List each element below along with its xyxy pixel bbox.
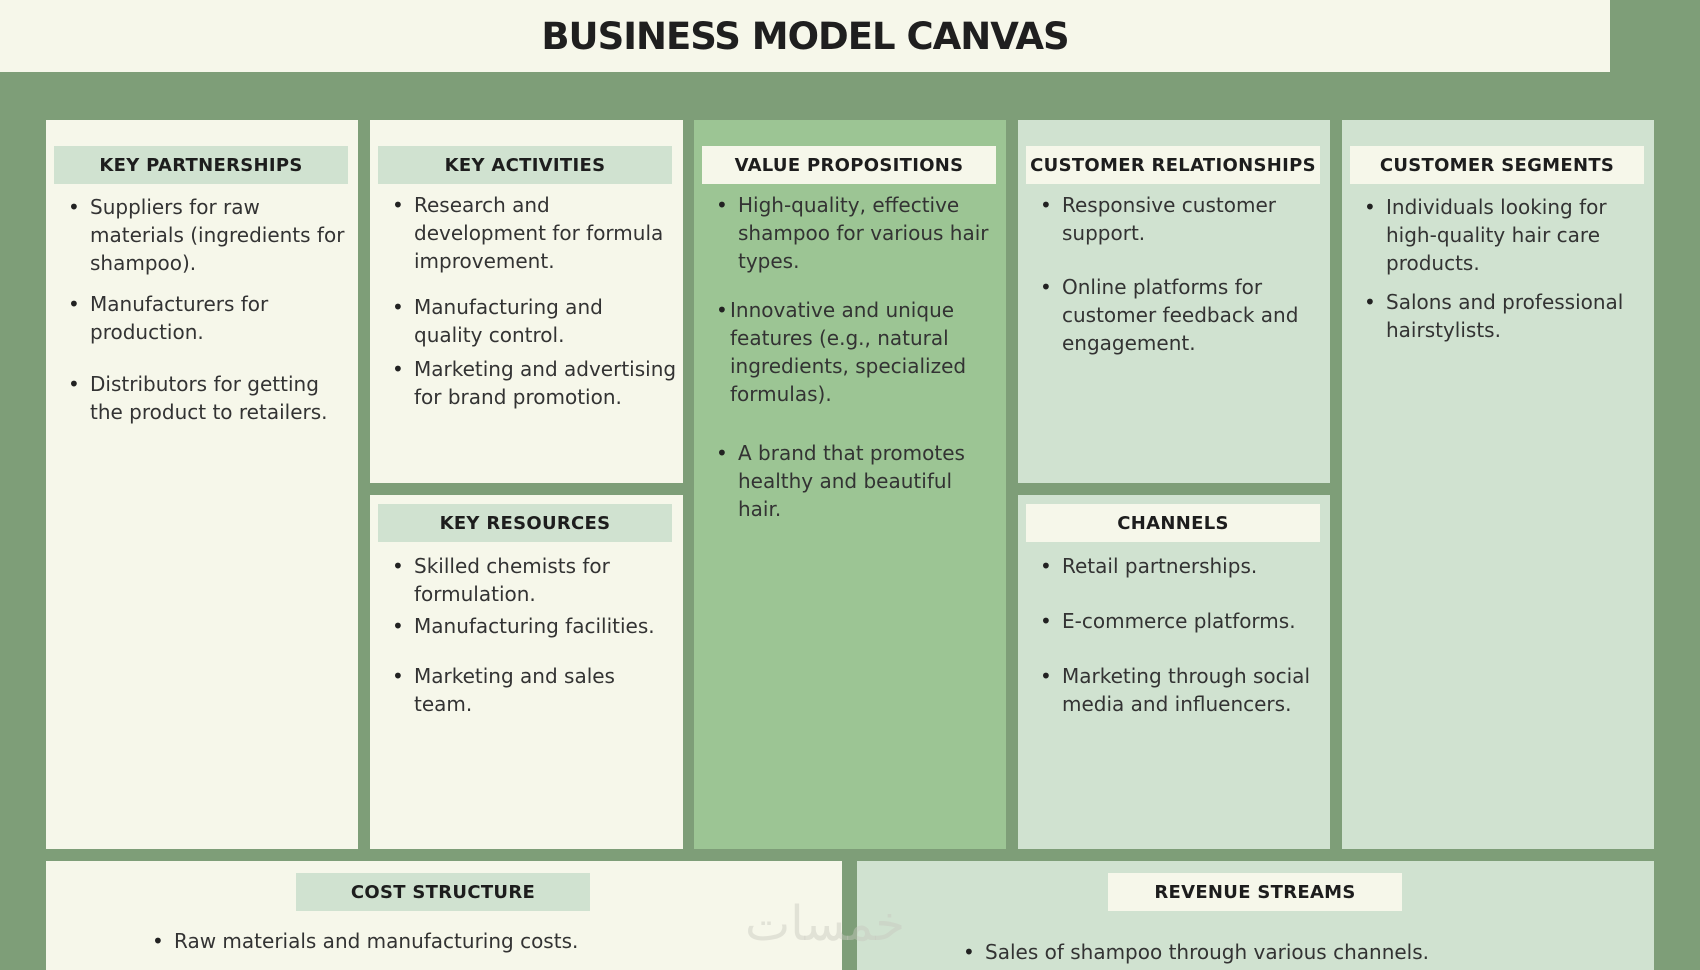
list-item: Raw materials and manufacturing costs.	[130, 927, 842, 955]
list-item: E-commerce platforms.	[1018, 607, 1330, 635]
channels-list: Retail partnerships. E-commerce platform…	[1018, 552, 1330, 718]
list-item: Responsive customer support.	[1018, 191, 1330, 247]
list-item: Manufacturing and quality control.	[370, 293, 683, 349]
list-item: Individuals looking for high-quality hai…	[1342, 193, 1654, 277]
key-partnerships-panel: KEY PARTNERSHIPS Suppliers for raw mater…	[46, 120, 358, 849]
list-item: Manufacturing facilities.	[370, 612, 683, 640]
key-partnerships-list: Suppliers for raw materials (ingredients…	[46, 193, 358, 426]
list-item: Distributors for getting the product to …	[46, 370, 358, 426]
list-item: Marketing through social media and influ…	[1018, 662, 1330, 718]
key-activities-heading: KEY ACTIVITIES	[378, 146, 672, 184]
revenue-streams-heading: REVENUE STREAMS	[1108, 873, 1402, 911]
value-propositions-panel: VALUE PROPOSITIONS High-quality, effecti…	[694, 120, 1006, 849]
list-item: Manufacturers for production.	[46, 290, 358, 346]
list-item: Marketing and sales team.	[370, 662, 683, 718]
customer-relationships-panel: CUSTOMER RELATIONSHIPS Responsive custom…	[1018, 120, 1330, 483]
list-item: A brand that promotes healthy and beauti…	[694, 439, 1006, 523]
key-resources-panel: KEY RESOURCES Skilled chemists for formu…	[370, 495, 683, 849]
key-partnerships-heading: KEY PARTNERSHIPS	[54, 146, 348, 184]
channels-panel: CHANNELS Retail partnerships. E-commerce…	[1018, 495, 1330, 849]
revenue-streams-list: Sales of shampoo through various channel…	[941, 938, 1654, 966]
page-title: BUSINESS MODEL CANVAS	[541, 14, 1069, 58]
customer-segments-list: Individuals looking for high-quality hai…	[1342, 193, 1654, 344]
cost-structure-heading: COST STRUCTURE	[296, 873, 590, 911]
key-activities-list: Research and development for formula imp…	[370, 191, 683, 411]
value-propositions-list: High-quality, effective shampoo for vari…	[694, 191, 1006, 523]
key-activities-panel: KEY ACTIVITIES Research and development …	[370, 120, 683, 483]
key-resources-heading: KEY RESOURCES	[378, 504, 672, 542]
customer-relationships-heading: CUSTOMER RELATIONSHIPS	[1026, 146, 1320, 184]
list-item: Suppliers for raw materials (ingredients…	[46, 193, 358, 277]
list-item: Retail partnerships.	[1018, 552, 1330, 580]
channels-heading: CHANNELS	[1026, 504, 1320, 542]
revenue-streams-panel: REVENUE STREAMS Sales of shampoo through…	[857, 861, 1654, 970]
list-item: High-quality, effective shampoo for vari…	[694, 191, 1006, 275]
watermark-logo: خمسات	[745, 896, 906, 952]
list-item: Salons and professional hairstylists.	[1342, 288, 1654, 344]
list-item: Research and development for formula imp…	[370, 191, 683, 275]
list-item: Innovative and unique features (e.g., na…	[694, 296, 1006, 408]
customer-segments-heading: CUSTOMER SEGMENTS	[1350, 146, 1644, 184]
canvas-title-bar: BUSINESS MODEL CANVAS	[0, 0, 1610, 72]
cost-structure-panel: COST STRUCTURE Raw materials and manufac…	[46, 861, 842, 970]
value-propositions-heading: VALUE PROPOSITIONS	[702, 146, 996, 184]
cost-structure-list: Raw materials and manufacturing costs.	[130, 927, 842, 955]
list-item: Marketing and advertising for brand prom…	[370, 355, 683, 411]
customer-segments-panel: CUSTOMER SEGMENTS Individuals looking fo…	[1342, 120, 1654, 849]
customer-relationships-list: Responsive customer support. Online plat…	[1018, 191, 1330, 357]
list-item: Sales of shampoo through various channel…	[941, 938, 1654, 966]
key-resources-list: Skilled chemists for formulation. Manufa…	[370, 552, 683, 718]
list-item: Skilled chemists for formulation.	[370, 552, 683, 608]
list-item: Online platforms for customer feedback a…	[1018, 273, 1330, 357]
